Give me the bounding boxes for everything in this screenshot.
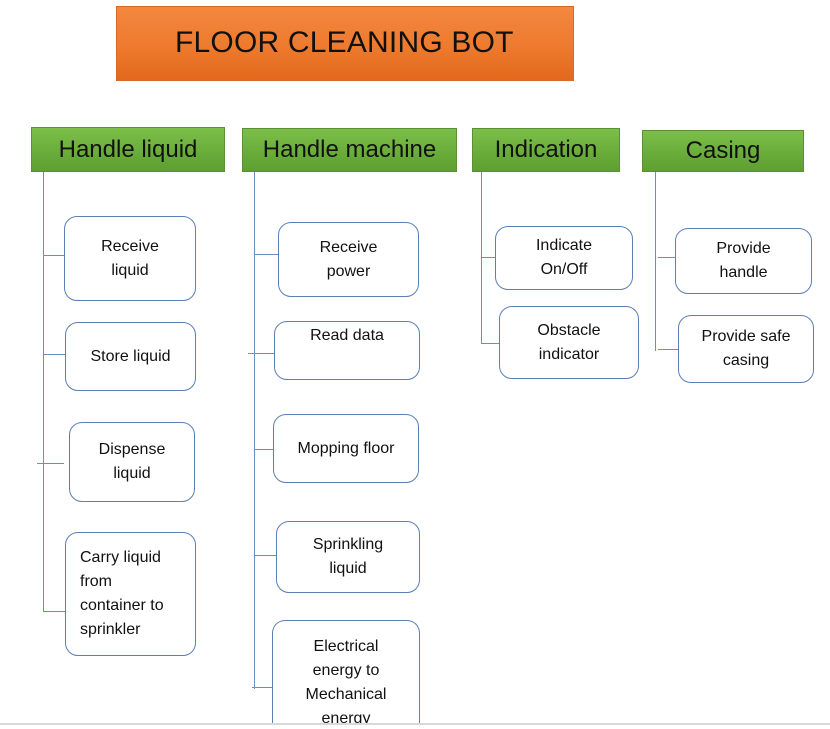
connector: [481, 343, 499, 344]
category-handle-machine: Handle machine: [242, 128, 457, 172]
diagram-title-box: FLOOR CLEANING BOT: [116, 6, 574, 81]
function-box: Electrical energy to Mechanical energy: [272, 620, 420, 723]
connector: [37, 463, 64, 464]
connector: [252, 687, 272, 688]
category-handle-liquid: Handle liquid: [31, 127, 225, 172]
function-box: Store liquid: [65, 322, 196, 391]
connector: [248, 353, 274, 354]
function-box: Read data: [274, 321, 420, 380]
connector: [43, 255, 64, 256]
function-box: Sprinkling liquid: [276, 521, 420, 593]
function-box: Carry liquid from container to sprinkler: [65, 532, 196, 656]
bottom-divider: [0, 723, 830, 725]
function-box: Dispense liquid: [69, 422, 195, 502]
function-box: Obstacle indicator: [499, 306, 639, 379]
function-box: Provide handle: [675, 228, 812, 294]
function-box: Indicate On/Off: [495, 226, 633, 290]
connector: [43, 354, 65, 355]
function-box: Receive power: [278, 222, 419, 297]
connector: [658, 257, 675, 258]
category-indication: Indication: [472, 128, 620, 172]
category-casing: Casing: [642, 130, 804, 172]
connector-handle-liquid-trunk: [43, 172, 44, 612]
connector-indication-trunk: [481, 172, 482, 344]
connector: [481, 257, 495, 258]
connector: [43, 611, 65, 612]
connector: [254, 449, 274, 450]
connector-handle-machine-trunk: [254, 172, 255, 689]
function-box: Provide safe casing: [678, 315, 814, 383]
function-box: Receive liquid: [64, 216, 196, 301]
connector: [658, 349, 678, 350]
connector: [254, 555, 276, 556]
connector-casing-trunk: [655, 172, 656, 351]
function-box: Mopping floor: [273, 414, 419, 483]
connector: [254, 254, 278, 255]
diagram-title: FLOOR CLEANING BOT: [175, 26, 514, 59]
